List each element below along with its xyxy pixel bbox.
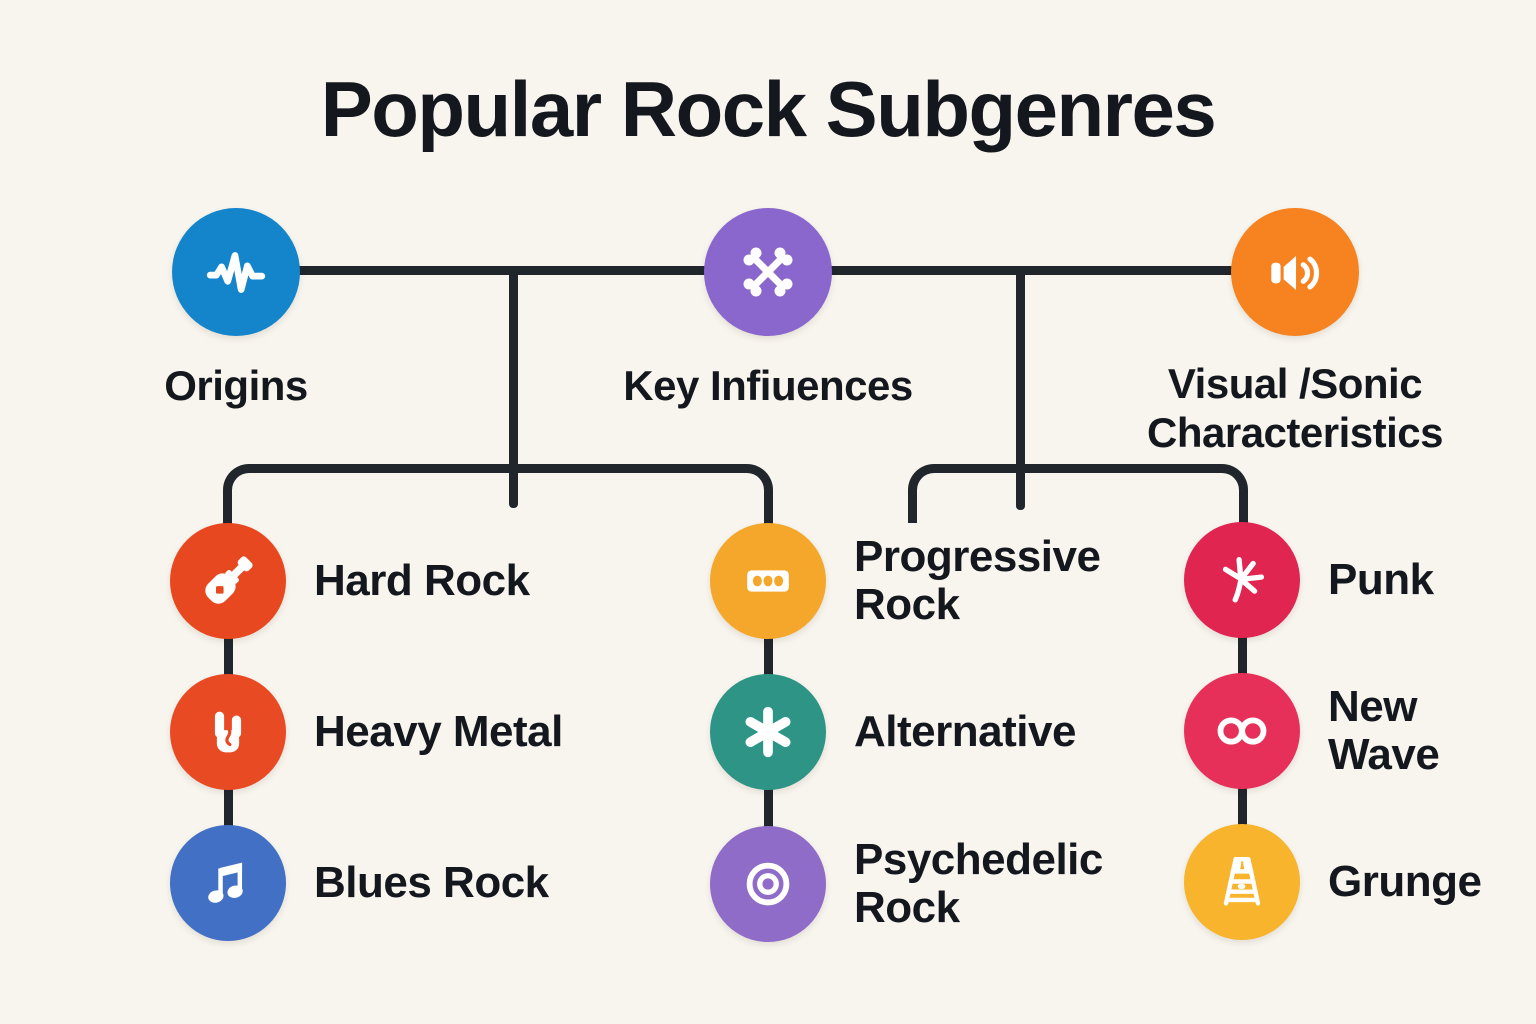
connector-col1-a	[224, 634, 233, 680]
tape-dots-icon	[747, 570, 789, 592]
blues-rock-item: Blues Rock	[170, 825, 549, 941]
connector-col3-b	[1238, 785, 1247, 830]
starburst-icon	[1222, 556, 1265, 603]
music-note-icon	[208, 862, 243, 903]
rock-hand-icon	[214, 711, 242, 753]
heavy-metal-item: Heavy Metal	[170, 674, 563, 790]
guitar-icon	[205, 556, 253, 604]
connector-col3-a	[1238, 633, 1247, 679]
grunge-node	[1184, 824, 1300, 940]
alternative-node	[710, 674, 826, 790]
heavy-metal-label: Heavy Metal	[314, 706, 563, 756]
blues-rock-label: Blues Rock	[314, 857, 549, 907]
connector-left-vertical	[509, 268, 518, 508]
new-wave-label: New Wave	[1328, 681, 1440, 779]
grunge-item: Grunge	[1184, 824, 1482, 940]
progressive-rock-label: Progressive Rock	[854, 531, 1101, 629]
blues-rock-node	[170, 825, 286, 941]
hard-rock-item: Hard Rock	[170, 523, 530, 639]
punk-label: Punk	[1328, 554, 1434, 604]
connector-right-vertical	[1016, 268, 1025, 510]
hard-rock-node	[170, 523, 286, 639]
infinity-icon	[1217, 717, 1267, 745]
bracket-left	[223, 464, 773, 525]
key-influences-node	[704, 208, 832, 336]
new-wave-item: New Wave	[1184, 673, 1503, 789]
connector-col2-b	[764, 786, 773, 832]
bracket-right	[908, 464, 1248, 523]
page-title: Popular Rock Subgenres	[320, 65, 1217, 153]
key-influences-label: Key Infiuences	[623, 362, 913, 409]
psychedelic-rock-label: Psychedelic Rock	[854, 834, 1103, 932]
alternative-label: Alternative	[854, 706, 1076, 756]
target-icon	[746, 862, 790, 906]
progressive-rock-node	[710, 523, 826, 639]
new-wave-node	[1184, 673, 1300, 789]
punk-node	[1184, 522, 1300, 638]
hard-rock-label: Hard Rock	[314, 555, 530, 605]
origins-label: Origins	[164, 362, 308, 409]
visual-sonic-node	[1231, 208, 1359, 336]
ladder-icon	[1223, 857, 1261, 906]
connector-col2-a	[764, 634, 773, 680]
waveform-icon	[206, 252, 266, 293]
heavy-metal-node	[170, 674, 286, 790]
punk-item: Punk	[1184, 522, 1434, 638]
psychedelic-rock-item: Psychedelic Rock	[710, 826, 1139, 942]
alternative-item: Alternative	[710, 674, 1076, 790]
crossed-bones-icon	[743, 247, 793, 297]
origins-node	[172, 208, 300, 336]
progressive-rock-item: Progressive Rock	[710, 523, 1139, 639]
psychedelic-rock-node	[710, 826, 826, 942]
connector-col1-b	[224, 786, 233, 831]
speaker-icon	[1271, 256, 1320, 291]
visual-sonic-label: Visual /Sonic Characteristics	[1147, 360, 1444, 456]
asterisk-icon	[745, 706, 791, 758]
grunge-label: Grunge	[1328, 856, 1482, 906]
